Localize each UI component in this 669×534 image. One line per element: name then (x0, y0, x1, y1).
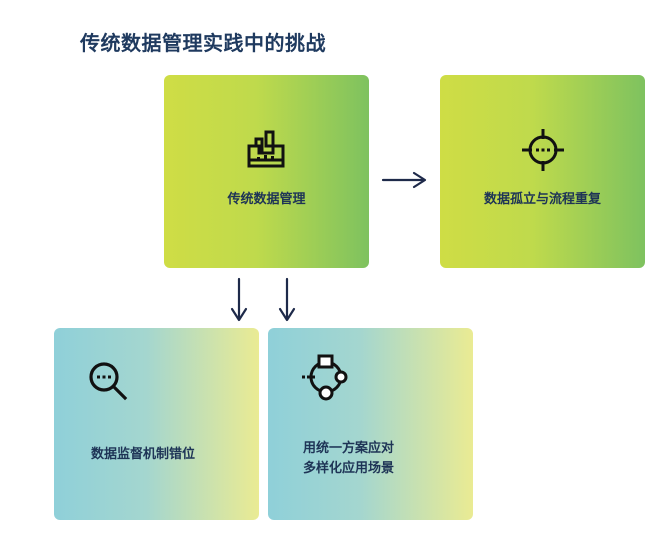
node-label: 数据监督机制错位 (91, 447, 196, 462)
factory-icon (247, 130, 285, 168)
arrow-right (381, 171, 427, 189)
node-label: 传统数据管理 (227, 192, 306, 207)
node-label-line2: 多样化应用场景 (303, 461, 395, 476)
magnifier-icon (89, 362, 128, 401)
arrow-down-left (230, 277, 248, 322)
page-title: 传统数据管理实践中的挑战 (80, 31, 326, 55)
node-data-silos: 数据孤立与流程重复 (440, 75, 645, 268)
arrow-down-right (278, 277, 296, 322)
crosshair-icon (522, 129, 564, 171)
node-label: 数据孤立与流程重复 (483, 192, 601, 207)
node-unified-solution: 用统一方案应对 多样化应用场景 (268, 328, 473, 520)
nodes-icon (302, 354, 348, 401)
node-traditional-data-management: 传统数据管理 (164, 75, 369, 268)
node-data-monitoring: 数据监督机制错位 (54, 328, 259, 520)
node-label-line1: 用统一方案应对 (303, 441, 395, 456)
